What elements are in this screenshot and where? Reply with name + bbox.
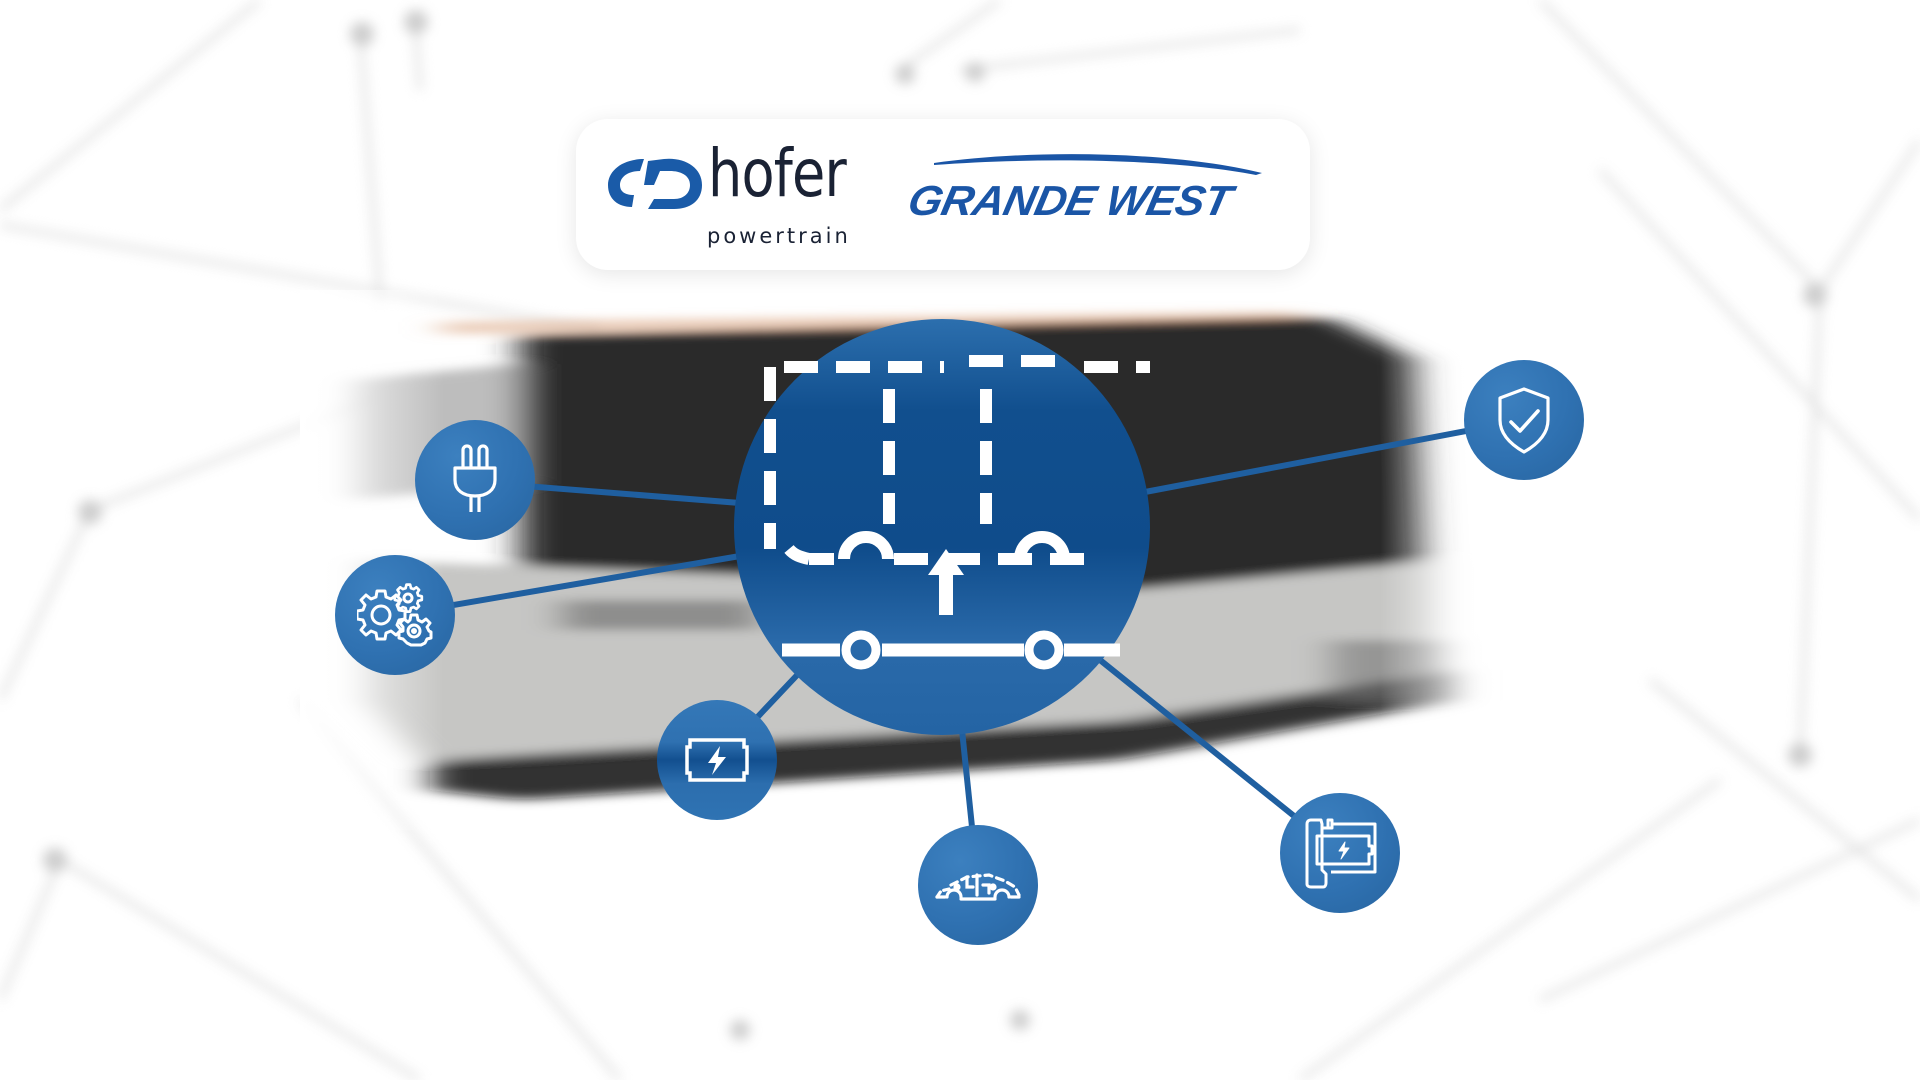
connector-safety xyxy=(1142,417,1527,495)
node-vehicle xyxy=(918,825,1038,945)
node-plug xyxy=(415,420,535,540)
node-charger xyxy=(1280,793,1400,913)
shield-check-icon xyxy=(1498,387,1550,454)
bus-chassis-icon xyxy=(764,355,1180,670)
central-bus-chassis-node xyxy=(734,319,1180,735)
charging-station-icon xyxy=(1305,818,1377,889)
hofer-powertrain-logo: hofer powertrain xyxy=(604,135,864,255)
hofer-subtitle: powertrain xyxy=(707,224,851,248)
grande-west-swoosh-icon xyxy=(934,154,1262,175)
plug-icon xyxy=(453,444,497,512)
node-safety xyxy=(1464,360,1584,480)
gears-icon xyxy=(357,583,433,647)
battery-icon xyxy=(685,738,749,782)
hofer-swirl-mark-icon xyxy=(608,158,702,209)
car-circuit-icon xyxy=(935,873,1021,901)
node-battery xyxy=(657,700,777,820)
hofer-wordmark: hofer xyxy=(708,135,847,212)
partner-logos-card: hofer powertrain GRANDE WEST xyxy=(576,119,1310,270)
grande-west-logo: GRANDE WEST xyxy=(904,149,1277,224)
node-gears xyxy=(335,555,455,675)
